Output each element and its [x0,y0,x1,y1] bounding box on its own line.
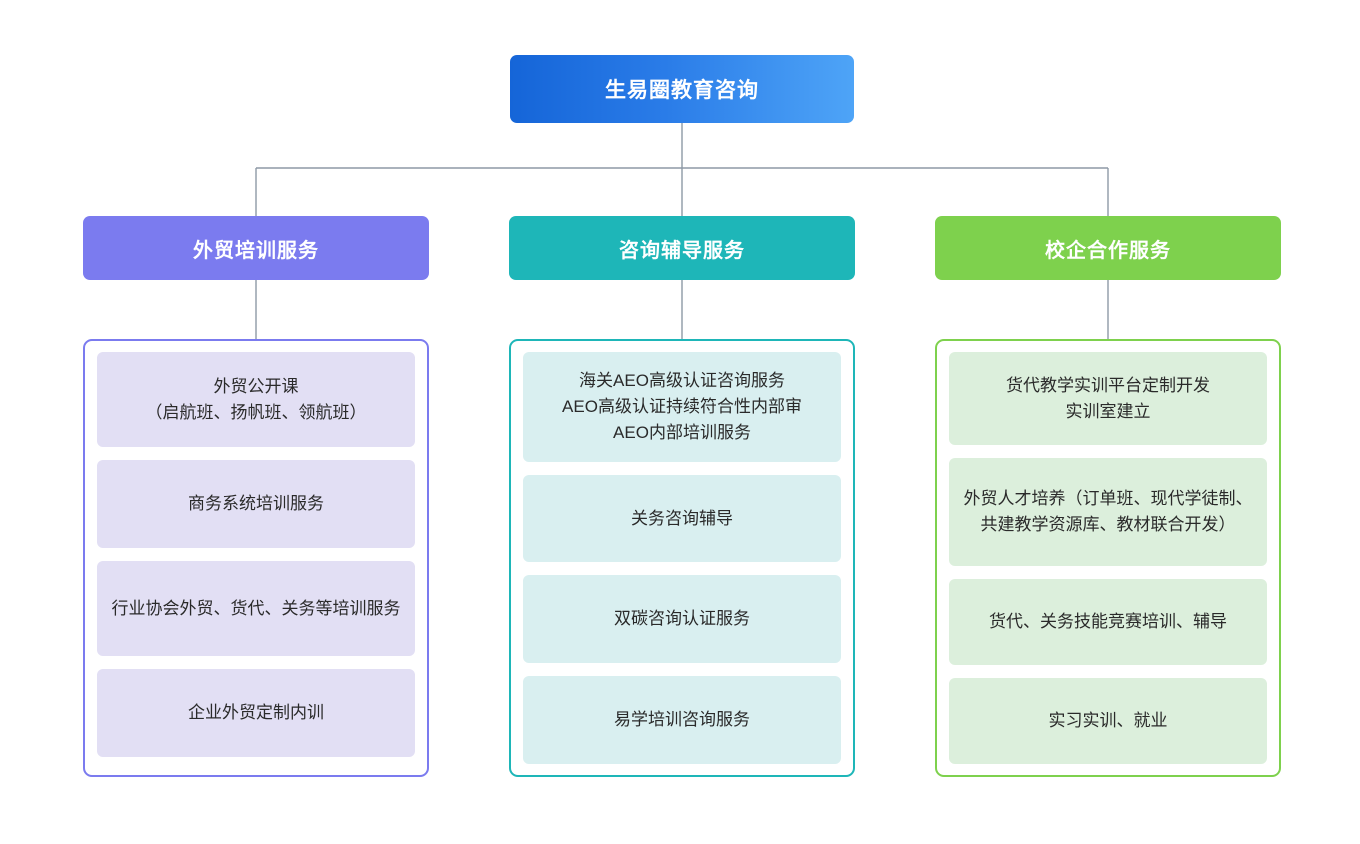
list-item[interactable]: 企业外贸定制内训 [97,669,415,757]
items-container-school-enterprise: 货代教学实训平台定制开发 实训室建立 外贸人才培养（订单班、现代学徒制、共建教学… [935,339,1281,777]
list-item[interactable]: 海关AEO高级认证咨询服务 AEO高级认证持续符合性内部审 AEO内部培训服务 [523,352,841,462]
list-item-label: 海关AEO高级认证咨询服务 AEO高级认证持续符合性内部审 AEO内部培训服务 [562,370,802,442]
items-container-consulting: 海关AEO高级认证咨询服务 AEO高级认证持续符合性内部审 AEO内部培训服务 … [509,339,855,777]
category-header-school-enterprise-label: 校企合作服务 [1045,239,1171,262]
list-item[interactable]: 货代、关务技能竞赛培训、辅导 [949,578,1267,665]
list-item[interactable]: 双碳咨询认证服务 [523,575,841,664]
list-item-label: 双碳咨询认证服务 [614,609,750,629]
list-item-label: 货代教学实训平台定制开发 实训室建立 [1006,375,1210,421]
branch-column-consulting: 咨询辅导服务 [509,216,855,280]
items-container-training: 外贸公开课 （启航班、扬帆班、领航班） 商务系统培训服务 行业协会外贸、货代、关… [83,339,429,777]
category-header-training[interactable]: 外贸培训服务 [83,216,429,280]
list-item[interactable]: 关务咨询辅导 [523,474,841,563]
branch-column-training: 外贸培训服务 [83,216,429,280]
list-item[interactable]: 商务系统培训服务 [97,460,415,548]
root-node[interactable]: 生易圈教育咨询 [510,55,854,123]
list-item[interactable]: 实习实训、就业 [949,677,1267,764]
list-item-label: 行业协会外贸、货代、关务等培训服务 [111,598,401,618]
list-item-label: 外贸人才培养（订单班、现代学徒制、共建教学资源库、教材联合开发） [963,488,1253,534]
list-item-label: 外贸公开课 （启航班、扬帆班、领航班） [145,376,367,422]
list-item[interactable]: 外贸人才培养（订单班、现代学徒制、共建教学资源库、教材联合开发） [949,458,1267,566]
list-item[interactable]: 易学培训咨询服务 [523,676,841,764]
category-header-consulting-label: 咨询辅导服务 [619,239,745,262]
list-item-label: 关务咨询辅导 [631,508,733,528]
list-item[interactable]: 行业协会外贸、货代、关务等培训服务 [97,561,415,656]
list-item-label: 企业外贸定制内训 [188,703,324,722]
branch-column-school-enterprise: 校企合作服务 [935,216,1281,280]
category-header-consulting[interactable]: 咨询辅导服务 [509,216,855,280]
list-item[interactable]: 货代教学实训平台定制开发 实训室建立 [949,352,1267,445]
category-header-school-enterprise[interactable]: 校企合作服务 [935,216,1281,280]
list-item-label: 实习实训、就业 [1048,710,1168,730]
list-item[interactable]: 外贸公开课 （启航班、扬帆班、领航班） [97,352,415,447]
root-node-label: 生易圈教育咨询 [605,79,759,102]
category-header-training-label: 外贸培训服务 [193,239,319,262]
list-item-label: 商务系统培训服务 [188,494,324,513]
list-item-label: 货代、关务技能竞赛培训、辅导 [989,611,1227,631]
list-item-label: 易学培训咨询服务 [614,710,750,730]
